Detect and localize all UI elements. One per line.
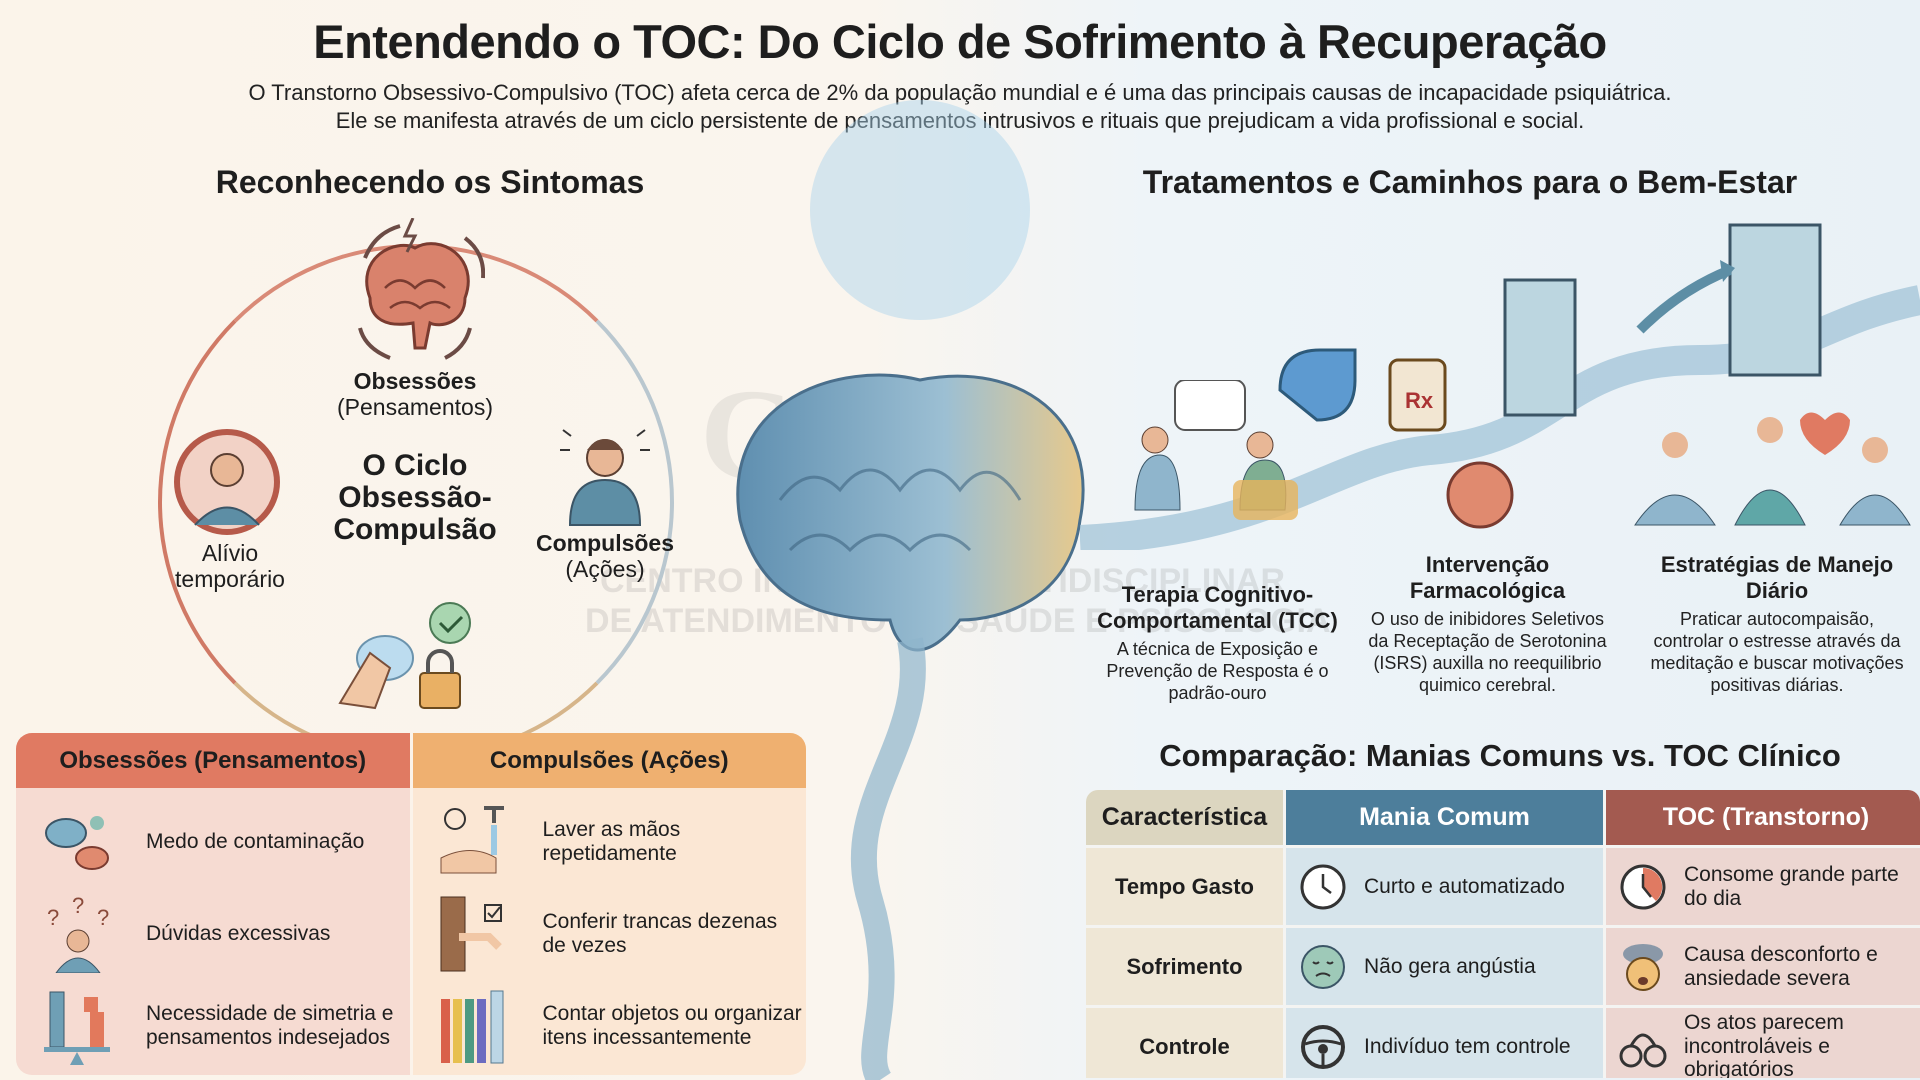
cycle-center-line-2: Obsessão- [338,481,492,515]
row-common-cell: Indivíduo tem controle [1286,1008,1603,1078]
svg-text:?: ? [97,905,109,930]
treatment-card-daily: Estratégias de Manejo Diário Praticar au… [1648,552,1906,697]
svg-text:?: ? [72,895,84,918]
cycle-obsessions-label: Obsessões (Pensamentos) [300,368,530,421]
row-feature: Sofrimento [1086,928,1283,1005]
obsession-item: ??? Dúvidas excessivas [16,888,410,980]
symptoms-heading: Reconhecendo os Sintomas [215,164,645,200]
compulsions-header: Compulsões (Ações) [412,733,806,788]
stressed-face-cloud-icon [1623,943,1663,991]
anxious-person-icon [560,429,650,526]
row-ocd-text: Causa desconforto e ansiedade severa [1684,942,1878,990]
brain-icon [358,218,485,360]
obsessions-header: Obsessões (Pensamentos) [16,733,410,788]
column-header-feature: Característica [1086,790,1283,845]
treatment-card-tcc: Terapia Cognitivo-Comportamental (TCC) A… [1090,582,1345,705]
row-common-text: Não gera angústia [1364,954,1536,978]
row-ocd-cell: Consome grande parte do dia [1606,848,1920,925]
row-common-text: Indivíduo tem controle [1364,1034,1571,1058]
door-icon [1728,223,1822,377]
column-header-ocd: TOC (Transtorno) [1606,790,1920,845]
row-ocd-text: Os atos parecem incontroláveis e obrigat… [1684,1011,1844,1078]
obsession-text: Necessidade de simetria e pensamentos in… [146,1001,394,1049]
row-common-text: Curto e automatizado [1364,874,1565,898]
compulsion-text: Contar objetos ou organizar itens incess… [542,1001,802,1049]
lock-check-icon [440,896,502,972]
handcuffs-icon [1619,1033,1667,1067]
cycle-compulsions-label: Compulsões (Ações) [525,530,685,583]
row-ocd-text: Consome grande parte do dia [1684,862,1899,910]
cycle-obsessions-title: Obsessões [353,368,477,394]
obsession-item: Necessidade de simetria e pensamentos in… [16,980,410,1072]
obsession-text: Medo de contaminação [146,829,365,853]
obsessions-column: Obsessões (Pensamentos) Medo de contamin… [16,733,413,1075]
obsession-item: Medo de contaminação [16,796,410,888]
cycle-center-line-3: Compulsão [333,513,497,547]
treatment-desc: A técnica de Exposição e Prevenção de Re… [1106,638,1329,703]
row-ocd-cell: Causa desconforto e ansiedade severa [1606,928,1920,1005]
germ-icon [45,816,109,870]
treatment-desc: Praticar autocompaisão, controlar o estr… [1650,608,1904,695]
symptoms-table: Obsessões (Pensamentos) Medo de contamin… [16,733,806,1075]
compulsion-item: Contar objetos ou organizar itens incess… [413,980,807,1072]
treatments-heading: Tratamentos e Caminhos para o Bem-Estar [1142,164,1798,200]
treatment-title: Intervenção Farmacológica [1409,552,1566,604]
svg-text:?: ? [47,905,59,930]
treatment-title: Terapia Cognitivo-Comportamental (TCC) [1097,582,1338,634]
cycle-obsessions-sub: (Pensamentos) [337,394,493,421]
page-title: Entendendo o TOC: Do Ciclo de Sofrimento… [313,15,1607,68]
comparison-table: Característica Mania Comum TOC (Transtor… [1086,790,1920,1078]
compulsions-column: Compulsões (Ações) Laver as mãos repetid… [412,733,807,1075]
handwashing-icon [440,806,504,874]
treatment-desc: O uso de inibidores Seletivos da Recepta… [1368,608,1607,695]
cycle-relief-line-2: temporário [175,566,285,593]
symmetry-scale-icon [44,991,110,1065]
therapy-session-icon [1134,380,1298,520]
brain-river-illustration [736,100,1085,1080]
row-common-cell: Não gera angústia [1286,928,1603,1005]
calm-face-icon [1301,944,1345,989]
pencils-ruler-icon [440,990,503,1064]
svg-text:Rx: Rx [1405,388,1434,413]
handwash-lock-icon [338,602,471,710]
cycle-center-title: O Ciclo Obsessão- Compulsão [300,449,530,547]
brain-balance-icon [1446,461,1514,529]
door-icon [1503,278,1577,417]
cycle-relief-label: Alívio temporário [150,540,310,593]
steering-wheel-icon [1301,1024,1345,1069]
clock-red-icon [1620,864,1666,909]
row-feature: Tempo Gasto [1086,848,1283,925]
cycle-compulsions-title: Compulsões [535,530,675,556]
row-ocd-cell: Os atos parecem incontroláveis e obrigat… [1606,1008,1920,1078]
cycle-center-line-1: O Ciclo [362,449,468,482]
comparison-heading: Comparação: Manias Comuns vs. TOC Clínic… [1159,738,1841,773]
cycle-compulsions-sub: (Ações) [565,556,645,583]
clock-icon [1300,864,1346,909]
row-common-cell: Curto e automatizado [1286,848,1603,925]
relief-person-icon [174,429,280,535]
subtitle-line-1: O Transtorno Obsessivo-Compulsivo (TOC) … [248,80,1672,105]
compulsion-item: Laver as mãos repetidamente [413,796,807,888]
column-header-common: Mania Comum [1286,790,1603,845]
wellness-people-icon [1634,412,1911,526]
treatment-card-pharmacology: Intervenção Farmacológica O uso de inibi… [1365,552,1610,697]
doubt-person-icon: ??? [47,895,109,973]
subtitle-line-2: Ele se manifesta através de um ciclo per… [335,108,1585,133]
shield-icon [1278,348,1357,422]
compulsion-text: Laver as mãos repetidamente [542,817,681,865]
compulsion-text: Conferir trancas dezenas de vezes [542,909,778,957]
row-feature: Controle [1086,1008,1283,1078]
pill-bottle-icon [1388,358,1447,432]
compulsion-item: Conferir trancas dezenas de vezes [413,888,807,980]
cycle-relief-line-1: Alívio [201,540,259,566]
treatment-title: Estratégias de Manejo Diário [1660,552,1894,604]
obsession-text: Dúvidas excessivas [146,921,331,945]
